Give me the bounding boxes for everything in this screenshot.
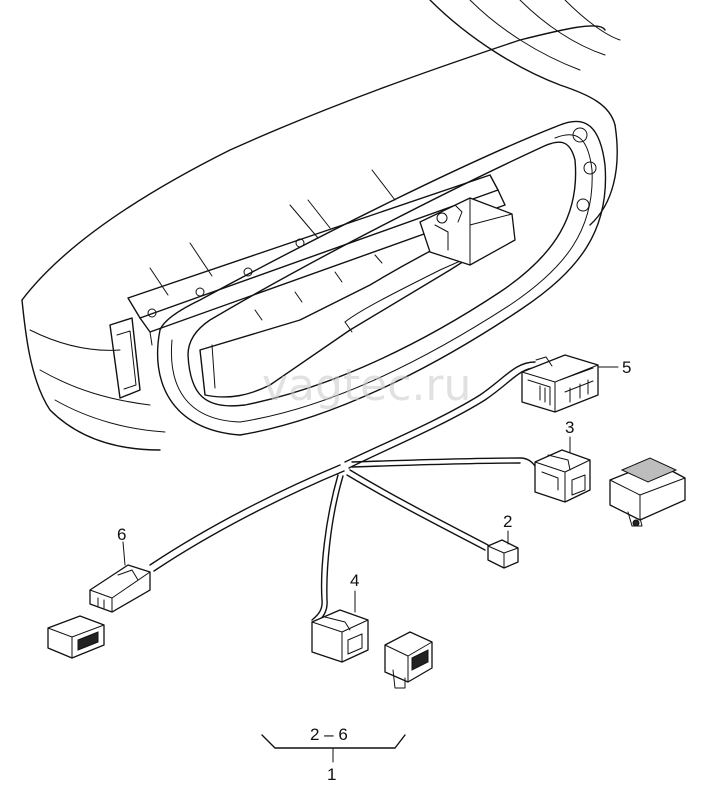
callout-4: 4 xyxy=(350,571,359,590)
callout-leaders xyxy=(122,366,619,613)
relay-module xyxy=(384,631,433,689)
connector-5 xyxy=(521,354,599,413)
tailgate-switch xyxy=(609,457,686,527)
connector-2 xyxy=(487,539,519,569)
connector-3 xyxy=(534,449,591,503)
watermark-text: vagtec.ru xyxy=(262,360,471,411)
group-bracket xyxy=(261,734,406,763)
callout-3: 3 xyxy=(565,418,574,437)
callout-5: 5 xyxy=(622,358,631,377)
connector-4 xyxy=(311,609,369,663)
tailgate-outline xyxy=(21,0,621,451)
callout-2: 2 xyxy=(503,512,512,531)
callout-1: 1 xyxy=(327,765,336,784)
wiring-harness xyxy=(149,361,536,623)
rocker-switch xyxy=(47,615,105,659)
callout-range: 2 – 6 xyxy=(310,725,348,744)
callout-6: 6 xyxy=(117,525,126,544)
connector-6 xyxy=(89,564,151,613)
